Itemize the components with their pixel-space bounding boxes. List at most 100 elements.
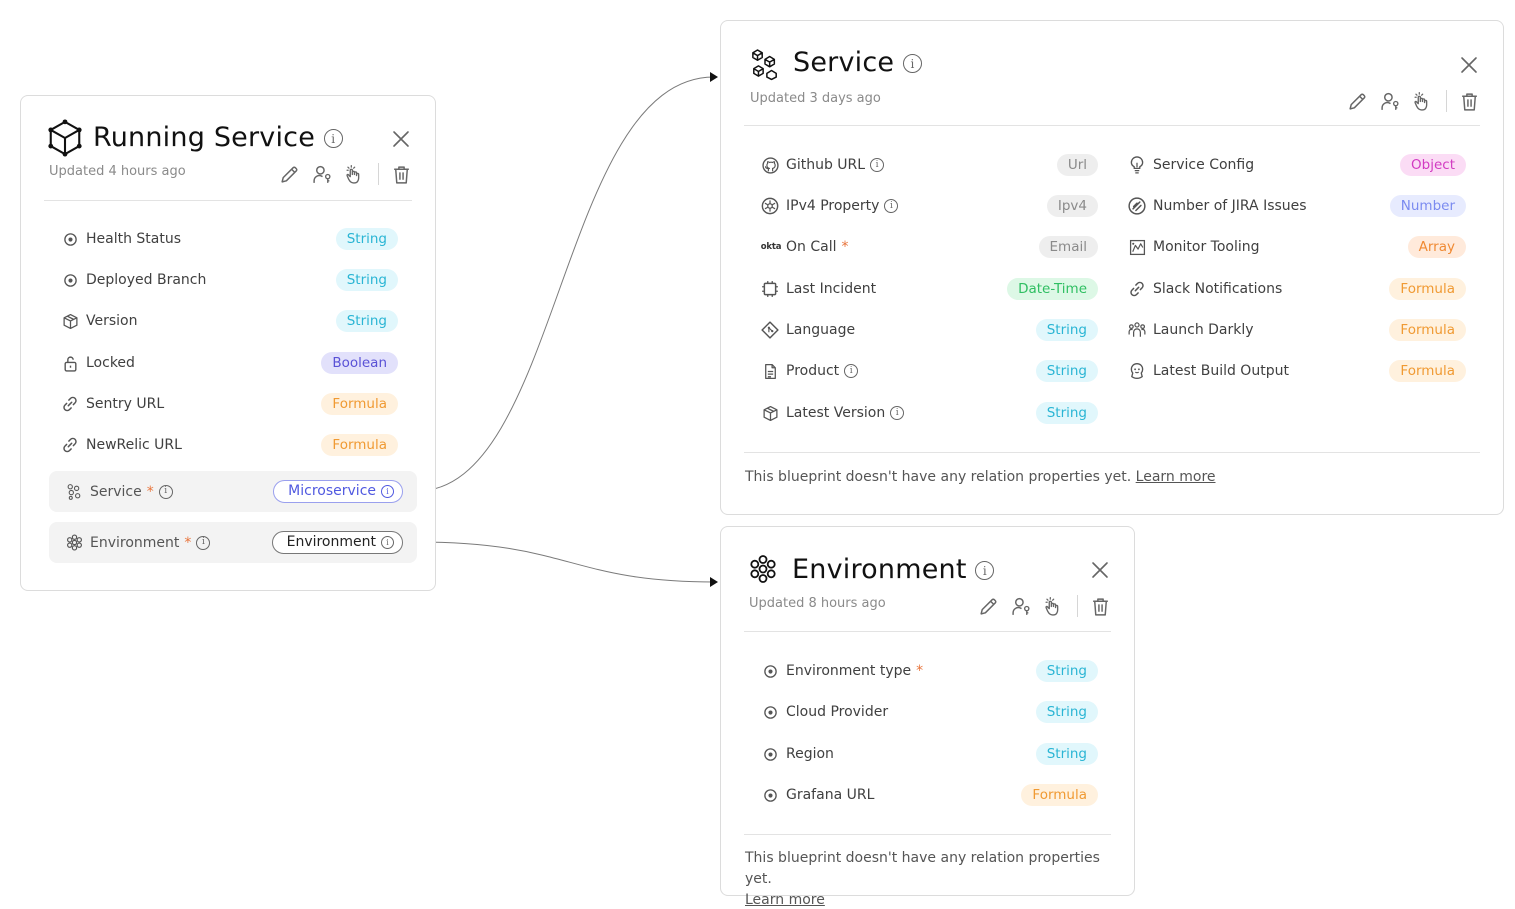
permissions-icon[interactable] [1380, 91, 1401, 112]
target-icon [61, 271, 79, 289]
info-icon[interactable]: i [975, 561, 995, 580]
divider [744, 452, 1480, 453]
chip-icon [761, 280, 779, 298]
actions-icon[interactable] [1044, 596, 1065, 617]
edge-environment [416, 541, 715, 583]
property-label: Number of JIRA Issues [1153, 198, 1307, 214]
info-icon[interactable]: i [902, 54, 922, 73]
environment-card: Environment i Updated 8 hours ago Enviro… [720, 526, 1135, 908]
type-badge: String [1035, 360, 1098, 382]
property-grafana-url[interactable]: Grafana URL Formula [761, 783, 1098, 807]
updated-time: Updated 8 hours ago [749, 596, 886, 611]
property-newrelic-url[interactable]: NewRelic URL Formula [61, 433, 398, 457]
type-badge: String [335, 269, 398, 291]
property-label: Language [786, 322, 856, 338]
property-last-incident[interactable]: Last Incident Date-Time [761, 277, 1098, 301]
property-service-config[interactable]: Service Config Object [1128, 153, 1466, 177]
delete-icon[interactable] [1459, 91, 1480, 112]
property-cloud-provider[interactable]: Cloud Provider String [761, 700, 1098, 724]
learn-more-link[interactable]: Learn more [1135, 469, 1216, 485]
delete-icon[interactable] [1090, 596, 1111, 617]
property-environment-type[interactable]: Environment type* String [761, 659, 1098, 683]
cube-icon [46, 119, 84, 157]
property-deployed-branch[interactable]: Deployed Branch String [61, 268, 398, 292]
info-icon[interactable]: i [844, 364, 859, 378]
permissions-icon[interactable] [312, 164, 333, 185]
type-badge: String [1035, 319, 1098, 341]
type-badge: String [1035, 660, 1098, 682]
property-slack-notifications[interactable]: Slack Notifications Formula [1128, 277, 1466, 301]
close-icon[interactable] [391, 129, 411, 149]
property-launch-darkly[interactable]: Launch Darkly Formula [1128, 318, 1466, 342]
action-separator [1446, 90, 1447, 112]
target-icon [761, 786, 779, 804]
close-icon[interactable] [1090, 560, 1110, 580]
info-icon[interactable]: i [323, 129, 343, 148]
property-label: NewRelic URL [86, 437, 182, 453]
type-badge: Object [1400, 154, 1466, 176]
property-health-status[interactable]: Health Status String [61, 227, 398, 251]
info-icon[interactable]: i [884, 199, 899, 213]
edit-icon[interactable] [279, 164, 300, 185]
permissions-icon[interactable] [1011, 596, 1032, 617]
target-icon [761, 662, 779, 680]
card-title: Service i [793, 47, 922, 78]
property-latest-build-output[interactable]: Latest Build Output Formula [1128, 359, 1466, 383]
close-icon[interactable] [1459, 55, 1479, 75]
divider [744, 125, 1480, 126]
info-icon: i [381, 485, 394, 498]
running-service-card: Running Service i Updated 4 hours ago He… [20, 95, 436, 591]
property-on-call[interactable]: okta On Call* Email [761, 235, 1098, 259]
info-icon[interactable]: i [196, 535, 211, 550]
type-badge: Formula [1389, 360, 1466, 382]
type-badge: Formula [321, 434, 398, 456]
relation-label: Environment*i [90, 535, 211, 551]
property-locked[interactable]: Locked Boolean [61, 351, 398, 375]
type-badge: String [1035, 743, 1098, 765]
property-jira-issues[interactable]: Number of JIRA Issues Number [1128, 194, 1466, 218]
required-marker: * [146, 483, 154, 500]
delete-icon[interactable] [391, 164, 412, 185]
link-icon [1128, 280, 1146, 298]
card-actions [279, 163, 412, 185]
property-monitor-tooling[interactable]: Monitor Tooling Array [1128, 235, 1466, 259]
target-icon [761, 745, 779, 763]
type-badge: Array [1407, 236, 1466, 258]
property-label: Grafana URL [786, 787, 875, 803]
type-badge: String [335, 310, 398, 332]
card-title: Running Service i [93, 122, 343, 153]
property-label: Monitor Tooling [1153, 239, 1260, 255]
property-language[interactable]: Language String [761, 318, 1098, 342]
type-badge: Boolean [321, 352, 398, 374]
edit-icon[interactable] [1347, 91, 1368, 112]
jenkins-icon [1128, 362, 1146, 380]
property-region[interactable]: Region String [761, 742, 1098, 766]
edit-icon[interactable] [978, 596, 999, 617]
info-icon[interactable]: i [158, 484, 173, 499]
property-label: Launch Darkly [1153, 322, 1254, 338]
property-label: Health Status [86, 231, 182, 247]
environment-icon [66, 534, 83, 551]
property-label: Service Config [1153, 157, 1255, 173]
info-icon[interactable]: i [890, 406, 905, 420]
info-icon[interactable]: i [870, 158, 885, 172]
property-version[interactable]: Version String [61, 309, 398, 333]
type-badge: Formula [1389, 319, 1466, 341]
actions-icon[interactable] [345, 164, 366, 185]
helm-icon [761, 197, 779, 215]
actions-icon[interactable] [1413, 91, 1434, 112]
updated-time: Updated 3 days ago [750, 91, 881, 106]
learn-more-link[interactable]: Learn more [745, 892, 825, 908]
property-sentry-url[interactable]: Sentry URL Formula [61, 392, 398, 416]
required-marker: * [841, 239, 849, 255]
